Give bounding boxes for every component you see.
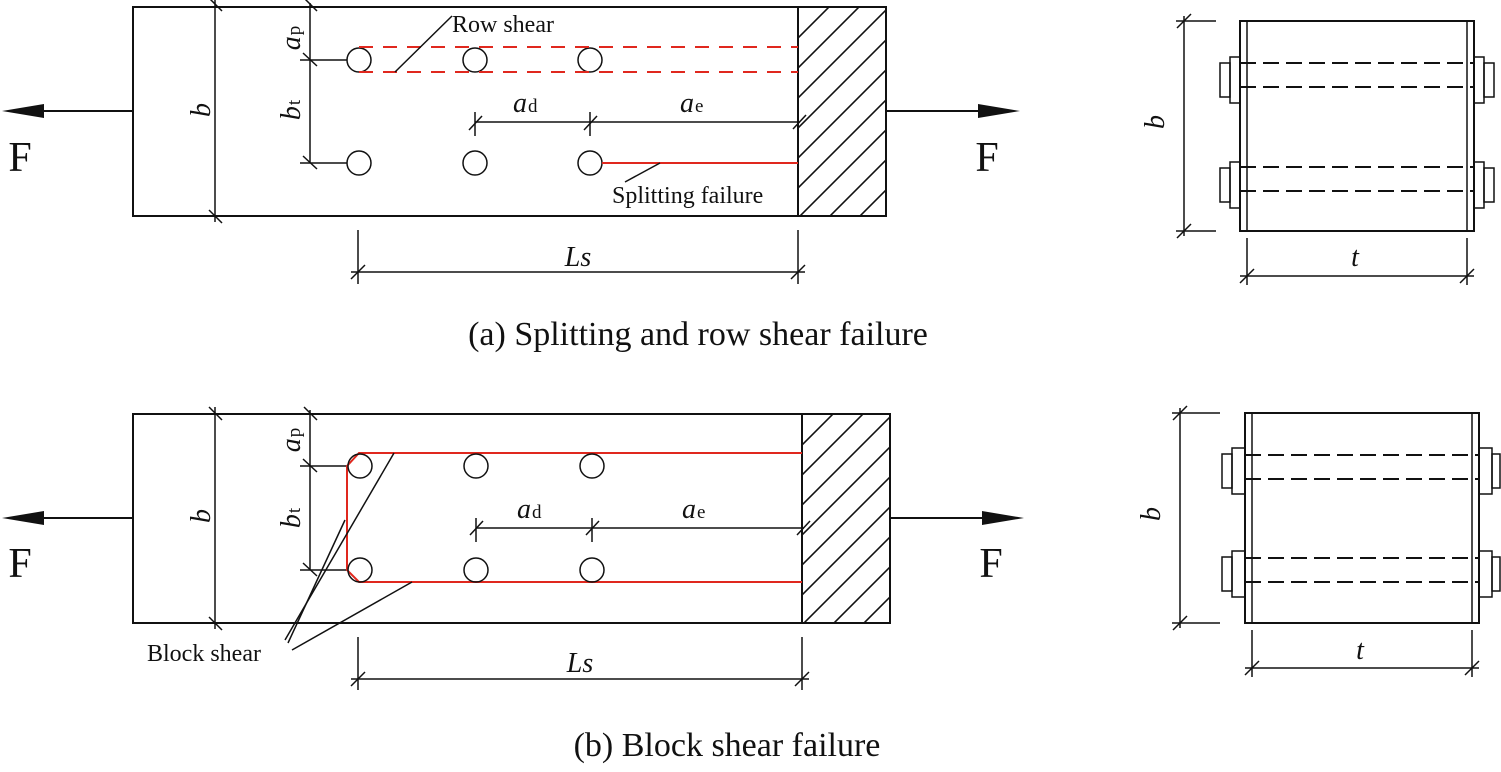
panel-b-side-view: b t xyxy=(1136,405,1501,677)
caption-a: (a) Splitting and row shear failure xyxy=(468,316,928,353)
panel-a-side-view: b t xyxy=(1140,13,1495,285)
support-hatch xyxy=(798,7,886,217)
bolt-spacing-symbol: ad xyxy=(517,494,542,525)
end-dist-symbol: ae xyxy=(680,88,703,119)
thickness-label: t xyxy=(1351,242,1360,273)
end-dist-symbol: ae xyxy=(682,494,705,525)
force-label-right: F xyxy=(975,135,998,181)
member-outline xyxy=(132,413,891,624)
force-label-left: F xyxy=(8,135,31,181)
edge-perp-symbol: ap xyxy=(276,26,307,51)
block-shear-leader xyxy=(291,581,413,651)
bolt-hole xyxy=(462,47,488,73)
block-shear-label: Block shear xyxy=(147,641,261,667)
row-shear-label: Row shear xyxy=(452,12,554,38)
bolt-hole xyxy=(462,150,488,176)
row-shear-leader xyxy=(394,15,453,73)
force-label-right: F xyxy=(979,541,1002,587)
panel-b-front-view: b ap bt ad ae xyxy=(2,406,1024,690)
bolt-hole xyxy=(346,47,372,73)
width-label: b xyxy=(186,509,217,523)
row-spacing-symbol: bt xyxy=(276,99,307,120)
bolt-top xyxy=(1221,447,1501,495)
side-outline xyxy=(1244,412,1480,624)
side-width-label: b xyxy=(1140,115,1171,129)
length-label: Ls xyxy=(564,242,592,273)
block-shear-leader xyxy=(287,519,346,644)
side-width-label: b xyxy=(1136,507,1167,521)
splitting-failure-label: Splitting failure xyxy=(612,183,763,209)
block-shear-leader xyxy=(284,452,395,641)
bolt-hole xyxy=(579,453,605,479)
bolt-hole xyxy=(463,453,489,479)
thickness-label: t xyxy=(1356,635,1365,666)
bolt-hole xyxy=(577,150,603,176)
panel-a-front-view: b ap bt Row shear Splitting failure xyxy=(2,0,1020,284)
bolt-top xyxy=(1219,56,1495,104)
caption-b: (b) Block shear failure xyxy=(574,727,881,764)
bolt-bottom xyxy=(1221,550,1501,598)
bolt-hole xyxy=(347,557,373,583)
length-label: Ls xyxy=(566,648,594,679)
bolt-hole xyxy=(579,557,605,583)
support-hatch xyxy=(802,414,890,624)
edge-perp-symbol: ap xyxy=(276,428,307,453)
bolt-bottom xyxy=(1219,161,1495,209)
width-label: b xyxy=(186,103,217,117)
side-outline xyxy=(1239,20,1475,232)
bolt-hole xyxy=(347,453,373,479)
row-spacing-symbol: bt xyxy=(276,507,307,528)
bolt-hole xyxy=(346,150,372,176)
bolt-hole xyxy=(577,47,603,73)
member-outline xyxy=(132,6,887,217)
bolt-hole xyxy=(463,557,489,583)
block-shear-path xyxy=(346,452,802,583)
force-label-left: F xyxy=(8,541,31,587)
splitting-leader xyxy=(624,162,661,183)
bolt-spacing-symbol: ad xyxy=(513,88,538,119)
